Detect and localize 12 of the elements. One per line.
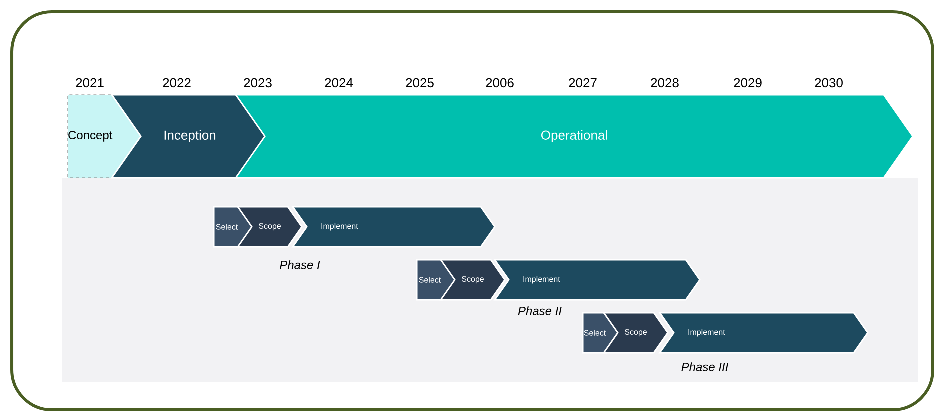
step-block: Implement xyxy=(494,259,701,301)
phase-label: Phase II xyxy=(518,306,562,316)
step-block: Scope xyxy=(236,206,303,248)
stage-block: Operational xyxy=(234,94,914,179)
phase-label: Phase I xyxy=(280,260,320,270)
year-label: 2021 xyxy=(76,78,104,88)
year-label: 2023 xyxy=(244,78,272,88)
year-label: 2022 xyxy=(163,78,191,88)
step-block: Scope xyxy=(440,259,506,301)
step-block: Implement xyxy=(292,206,496,248)
phase-label: Phase III xyxy=(682,362,729,372)
step-block: Implement xyxy=(658,312,869,354)
